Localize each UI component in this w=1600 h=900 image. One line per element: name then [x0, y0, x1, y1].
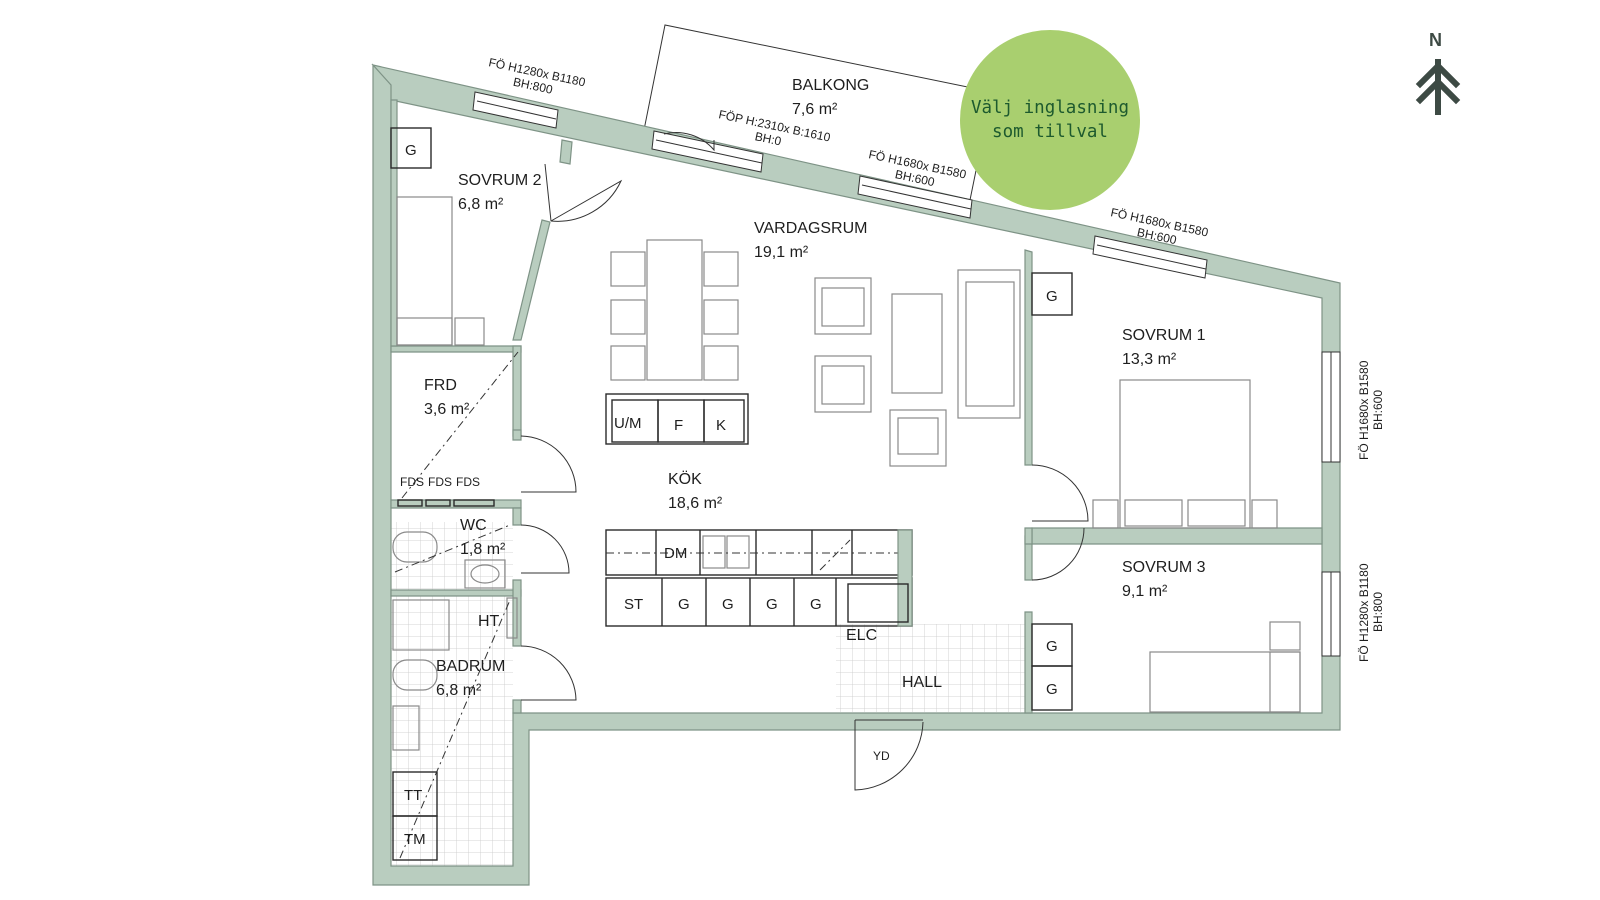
room-label-sovrum1: SOVRUM 1 13,3 m²	[1122, 327, 1206, 368]
room-label-frd: FRD 3,6 m²	[424, 377, 470, 418]
exterior-walls	[371, 63, 1341, 886]
svg-text:6,8 m²: 6,8 m²	[458, 196, 504, 213]
dining-table	[610, 239, 739, 381]
svg-text:VARDAGSRUM: VARDAGSRUM	[754, 220, 868, 237]
room-label-badrum: BADRUM 6,8 m²	[436, 658, 505, 699]
north-arrow-icon	[1415, 59, 1461, 115]
svg-text:FÖ H1680x B1580: FÖ H1680x B1580	[1357, 360, 1371, 460]
wc-fixtures	[392, 524, 511, 589]
closets	[390, 127, 1073, 711]
svg-text:U/M: U/M	[614, 415, 642, 432]
living-furniture	[814, 269, 1021, 467]
window-label-5: FÖ H1680x B1580 BH:600	[1357, 360, 1385, 460]
tiled-floors	[391, 522, 1030, 866]
room-label-hall: HALL	[902, 674, 942, 691]
svg-text:HALL: HALL	[902, 674, 942, 691]
svg-text:ST: ST	[624, 596, 643, 613]
svg-text:HT: HT	[478, 613, 500, 630]
svg-text:BH:0: BH:0	[754, 129, 783, 148]
svg-text:7,6 m²: 7,6 m²	[792, 101, 838, 118]
kitchen-counter	[605, 529, 913, 627]
svg-text:9,1 m²: 9,1 m²	[1122, 583, 1168, 600]
room-label-vardagsrum: VARDAGSRUM 19,1 m²	[754, 220, 868, 261]
svg-text:BH:600: BH:600	[1371, 390, 1385, 430]
bed-sovrum3	[1149, 621, 1301, 713]
doors	[520, 132, 1089, 791]
svg-text:K: K	[716, 417, 726, 434]
svg-text:19,1 m²: 19,1 m²	[754, 244, 809, 261]
window-openings	[472, 91, 1341, 657]
room-label-sovrum2: SOVRUM 2 6,8 m²	[458, 172, 542, 213]
svg-text:KÖK: KÖK	[668, 470, 702, 488]
svg-text:G: G	[678, 596, 690, 613]
room-label-balkong: BALKONG 7,6 m²	[792, 77, 869, 118]
svg-text:WC: WC	[460, 517, 487, 534]
svg-text:FDS: FDS	[400, 475, 424, 489]
svg-text:SOVRUM 3: SOVRUM 3	[1122, 559, 1206, 576]
svg-text:13,3 m²: 13,3 m²	[1122, 351, 1177, 368]
svg-text:SOVRUM 2: SOVRUM 2	[458, 172, 542, 189]
svg-text:DM: DM	[664, 545, 687, 562]
room-label-kok: KÖK 18,6 m²	[668, 470, 723, 512]
fixture-labels: G G G G U/M F K DM ST G G G G FDS FDS FD…	[400, 142, 1058, 848]
glazing-option-text: Välj inglasning som tillval	[970, 98, 1130, 142]
svg-text:FRD: FRD	[424, 377, 457, 394]
svg-text:G: G	[766, 596, 778, 613]
svg-text:F: F	[674, 417, 683, 434]
svg-text:G: G	[1046, 681, 1058, 698]
frd-details	[397, 351, 909, 623]
glazing-option-badge[interactable]: Välj inglasning som tillval	[960, 30, 1140, 210]
svg-text:G: G	[1046, 288, 1058, 305]
svg-text:18,6 m²: 18,6 m²	[668, 495, 723, 512]
svg-text:BALKONG: BALKONG	[792, 77, 869, 94]
svg-text:3,6 m²: 3,6 m²	[424, 401, 470, 418]
svg-text:G: G	[1046, 638, 1058, 655]
svg-text:FDS: FDS	[428, 475, 452, 489]
window-label-6: FÖ H1280x B1180 BH:800	[1357, 563, 1385, 662]
room-label-sovrum3: SOVRUM 3 9,1 m²	[1122, 559, 1206, 600]
svg-text:BADRUM: BADRUM	[436, 658, 505, 675]
svg-text:TM: TM	[404, 831, 426, 848]
svg-text:ELC: ELC	[846, 627, 877, 644]
svg-text:BH:800: BH:800	[1371, 592, 1385, 632]
bed-sovrum1	[1092, 379, 1278, 529]
svg-text:G: G	[405, 142, 417, 159]
bath-fixtures	[392, 597, 518, 861]
north-label: N	[1429, 30, 1442, 50]
room-label-wc: WC 1,8 m²	[460, 517, 506, 558]
svg-text:TT: TT	[404, 787, 422, 804]
svg-text:6,8 m²: 6,8 m²	[436, 682, 482, 699]
svg-text:G: G	[722, 596, 734, 613]
kitchen-island	[605, 393, 749, 445]
svg-text:FDS: FDS	[456, 475, 480, 489]
svg-text:G: G	[810, 596, 822, 613]
svg-text:FÖ H1280x B1180: FÖ H1280x B1180	[1357, 563, 1371, 662]
svg-text:SOVRUM 1: SOVRUM 1	[1122, 327, 1206, 344]
svg-text:1,8 m²: 1,8 m²	[460, 541, 506, 558]
bed-sovrum2	[396, 196, 485, 346]
svg-text:YD: YD	[873, 749, 890, 763]
